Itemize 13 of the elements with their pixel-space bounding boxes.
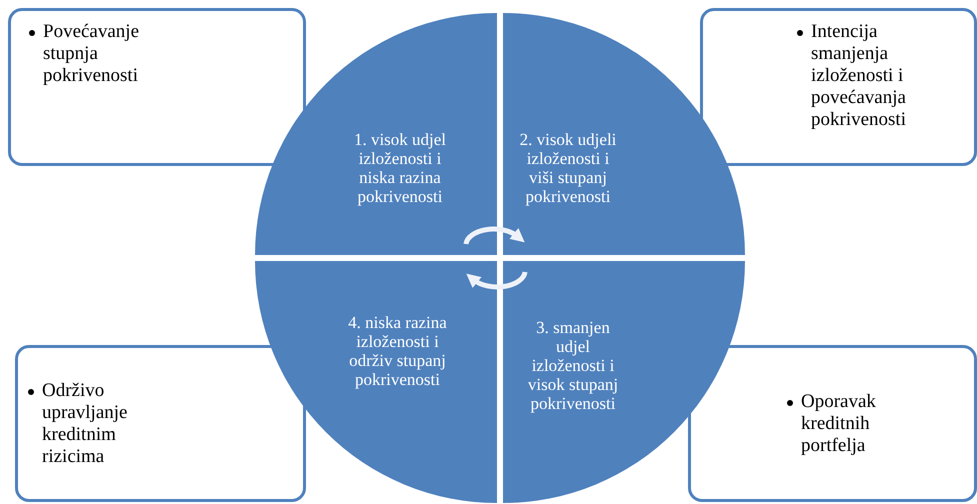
quadrant-text: 4. niska razina izloženosti i održiv stupanj pokrivenosti bbox=[347, 313, 448, 389]
text-box bbox=[700, 8, 977, 166]
bullet-text: Održivo upravljanje kreditnim rizicima bbox=[42, 380, 128, 468]
text-box bbox=[8, 8, 306, 166]
cycle-arrow bbox=[466, 271, 528, 290]
text-box bbox=[688, 345, 977, 502]
quadrant-text: 3. smanjen udjel izloženosti i visok stupanj pokrivenosti bbox=[526, 318, 620, 413]
bullet-text: Intencija smanjenja izloženosti i povećavanja pokrivenosti bbox=[811, 21, 907, 131]
quadrant-text: 1. visok udjel izloženosti i niska razina pokrivenosti bbox=[352, 130, 448, 206]
text-box bbox=[15, 345, 306, 502]
quadrant-text: 2. visok udjeli izloženosti i viši stupanj pokrivenosti bbox=[518, 130, 618, 206]
bullet-text: Oporavak kreditnih portfelja bbox=[801, 390, 877, 456]
bullet-text: Povećavanje stupnja pokrivenosti bbox=[43, 21, 140, 87]
